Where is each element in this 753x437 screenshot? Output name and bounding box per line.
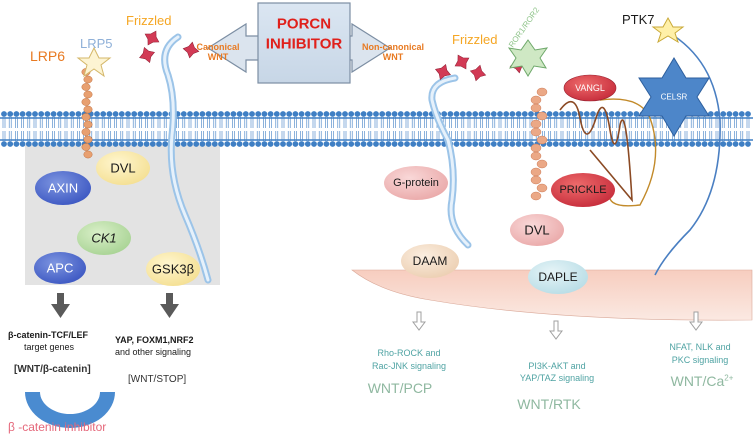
ca-line1: NFAT, NLK and — [669, 342, 731, 352]
lrp-star — [76, 46, 112, 78]
apc-blob — [34, 252, 86, 284]
stop-pathway: [WNT/STOP] — [128, 374, 187, 385]
dvl-left-blob — [96, 151, 150, 185]
cell-membrane — [0, 111, 753, 147]
rtk-pathway: WNT/RTK — [517, 396, 581, 412]
frizzled-left-label: Frizzled — [126, 13, 172, 28]
noncanonical-wnt-text: Non-canonical WNT — [361, 42, 425, 62]
lrp5-label: LRP5 — [80, 36, 113, 51]
noncanonical-wnt-label: Non-canonical WNT — [362, 42, 424, 62]
wnt-ligands — [139, 30, 527, 82]
rtk-line1: PI3K-AKT and — [528, 361, 586, 371]
canonical-wnt-label: Canonical WNT — [196, 42, 239, 62]
ror-star — [507, 39, 549, 77]
ca-pathway-sup: 2+ — [724, 373, 734, 383]
ck1-blob — [77, 221, 131, 255]
down-arrows-canonical — [51, 293, 179, 318]
rtk-line2: YAP/TAZ signaling — [519, 373, 595, 383]
vangl-label: VANGL — [575, 83, 605, 93]
porcn-line2: INHIBITOR — [265, 35, 343, 53]
ca-pathway-text: WNT/Ca — [670, 373, 725, 389]
ca-pathway: WNT/Ca2+ — [671, 373, 734, 389]
ptk7-receptor — [654, 31, 721, 276]
apc-label: APC — [46, 260, 74, 276]
beta-catenin-pathway: [WNT/β-catenin] — [14, 364, 91, 375]
gsk3b-label: GSK3β — [151, 261, 195, 277]
gsk3b-blob — [146, 252, 200, 286]
pcp-pathway: WNT/PCP — [367, 380, 433, 396]
vangl-strands — [559, 100, 633, 203]
canonical-wnt-text: Canonical WNT — [196, 42, 240, 62]
pcp-line2: Rac-JNK signaling — [371, 361, 447, 371]
daam-label: DAAM — [412, 254, 448, 268]
porcn-box — [257, 2, 351, 84]
porcn-line1: PORCN — [276, 15, 332, 33]
dvl-right-blob — [510, 214, 564, 246]
dvl-left-label: DVL — [110, 160, 136, 176]
frizzled-right-receptor — [428, 74, 472, 249]
daam-blob — [401, 244, 459, 278]
prickle-label: PRICKLE — [559, 184, 607, 196]
dvl-right-label: DVL — [524, 222, 550, 238]
ptk7-star — [651, 16, 685, 44]
frizzled-right-label: Frizzled — [452, 32, 498, 47]
stop-line2: and other signaling — [115, 347, 192, 357]
beta-catenin-line2: target genes — [24, 342, 75, 352]
prickle-blob — [551, 173, 615, 207]
inhibitor-arc — [25, 392, 115, 428]
lrp6-chain — [81, 68, 93, 159]
lrp6-label: LRP6 — [30, 48, 66, 64]
gprotein-label: G-protein — [393, 177, 439, 189]
down-arrows-noncanonical — [412, 311, 703, 340]
daple-blob — [528, 260, 588, 294]
inhibitor-label: β -catenin inhibitor — [8, 420, 107, 434]
axin-label: AXIN — [47, 180, 79, 196]
ca-line2: PKC signaling — [671, 355, 729, 365]
stop-line1: YAP, FOXM1,NRF2 — [115, 335, 194, 345]
ptk7-label: PTK7 — [622, 12, 655, 27]
celsr-label: CELSR — [660, 92, 688, 102]
axin-blob — [35, 171, 91, 205]
celsr-star — [638, 57, 710, 137]
beta-catenin-line1: β-catenin-TCF/LEF — [8, 330, 88, 340]
ror-chain — [530, 87, 548, 201]
daple-label: DAPLE — [538, 270, 578, 284]
vangl-blob — [563, 74, 617, 102]
gprotein-blob — [384, 166, 448, 200]
ck1-label: CK1 — [91, 230, 117, 246]
pcp-line1: Rho-ROCK and — [377, 348, 441, 358]
